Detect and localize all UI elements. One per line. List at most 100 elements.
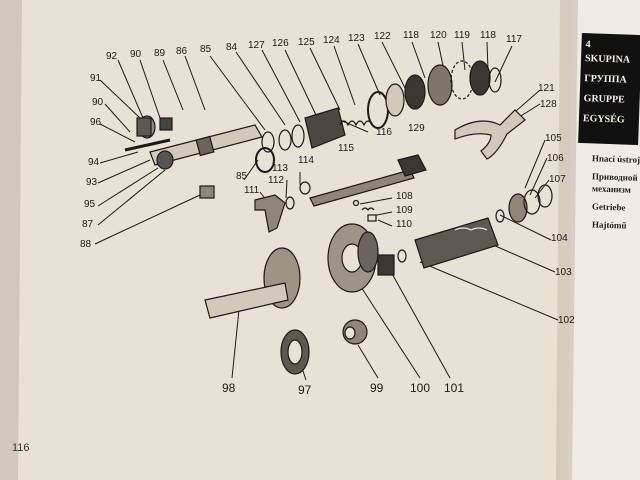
plug-110 <box>367 214 377 222</box>
parts-drawing <box>124 60 553 375</box>
ring-107 <box>537 184 553 208</box>
tab-line-german: GRUPPE <box>583 93 625 106</box>
part-label-126: 126 <box>272 38 289 49</box>
washer-104 <box>495 209 505 223</box>
tab-line-hungarian: EGYSÉG <box>582 113 625 126</box>
right-page-line-russian-1: Приводной <box>591 171 638 183</box>
ring-126 <box>278 129 292 151</box>
part-label-90a: 90 <box>130 49 142 60</box>
gear-100-boss <box>357 231 379 273</box>
ball-108 <box>352 199 360 207</box>
right-page-line-hungarian: Hajtómű <box>591 219 627 231</box>
clutch-disc-120 <box>427 64 453 106</box>
part-label-103: 103 <box>555 267 572 278</box>
part-label-117: 117 <box>506 34 522 45</box>
disc-118a <box>404 74 426 110</box>
part-label-85a: 85 <box>200 44 212 55</box>
shaft-collar-86 <box>195 135 215 157</box>
fork-111 <box>254 194 286 233</box>
part-label-129: 129 <box>408 123 425 134</box>
ring-117 <box>488 67 502 93</box>
ring-125 <box>291 124 305 148</box>
part-label-101: 101 <box>444 381 465 395</box>
part-label-121: 121 <box>538 83 555 94</box>
washer-113 <box>255 147 275 173</box>
worm-gear-104 <box>454 227 488 231</box>
part-label-95: 95 <box>84 199 96 210</box>
part-label-86: 86 <box>176 46 188 57</box>
shift-rod-115 <box>309 169 415 207</box>
part-label-88: 88 <box>80 239 92 250</box>
spring-109 <box>361 207 375 211</box>
leader-lines <box>94 41 559 381</box>
part-label-107: 107 <box>549 174 566 185</box>
tab-line-number: 4 <box>585 39 591 51</box>
part-label-128: 128 <box>540 99 557 110</box>
part-label-108: 108 <box>396 191 413 202</box>
right-page-line-czech: Hnací ústroj <box>591 153 640 165</box>
part-label-118b: 118 <box>480 30 496 41</box>
part-label-92: 92 <box>106 51 118 62</box>
output-shaft-103 <box>414 217 499 269</box>
gear-87 <box>156 150 174 170</box>
spring-124 <box>339 120 373 127</box>
page-edge-shadow <box>0 0 22 480</box>
small-shaft-93 <box>124 138 171 152</box>
part-label-89: 89 <box>154 48 166 59</box>
tab-line-russian: ГРУППА <box>584 73 627 86</box>
right-page-line-german: Getriebe <box>591 201 626 213</box>
part-label-122: 122 <box>374 31 391 42</box>
part-label-84: 84 <box>226 42 238 53</box>
part-label-120: 120 <box>430 30 447 41</box>
part-label-114: 114 <box>298 155 314 166</box>
needle-bearing-89 <box>159 117 173 131</box>
bearing-105 <box>508 193 528 223</box>
part-label-91: 91 <box>90 73 102 84</box>
part-label-102: 102 <box>558 315 575 326</box>
right-page-line-russian-2: механизм <box>591 183 631 195</box>
part-label-93: 93 <box>86 177 98 188</box>
part-label-123: 123 <box>348 33 365 44</box>
part-label-87: 87 <box>82 219 94 230</box>
part-label-113: 113 <box>272 163 288 174</box>
part-label-97: 97 <box>298 383 312 397</box>
part-label-115: 115 <box>338 143 354 154</box>
part-label-125: 125 <box>298 37 315 48</box>
selector-116 <box>397 154 427 177</box>
gear-101 <box>377 254 395 276</box>
part-label-112: 112 <box>268 175 284 186</box>
part-label-105: 105 <box>545 133 562 144</box>
part-label-111: 111 <box>244 185 260 196</box>
part-label-104: 104 <box>551 233 568 244</box>
part-label-99: 99 <box>370 381 384 395</box>
clutch-hub-125 <box>304 107 346 149</box>
book-gutter <box>556 0 578 480</box>
part-label-116: 116 <box>376 127 392 138</box>
ring-112 <box>285 196 295 210</box>
part-label-109: 109 <box>396 205 413 216</box>
part-label-94: 94 <box>88 157 100 168</box>
disc-118b <box>469 60 491 96</box>
ring-106 <box>523 189 541 215</box>
part-label-118a: 118 <box>403 30 419 41</box>
ring-101 <box>397 249 407 263</box>
part-label-127: 127 <box>248 40 265 51</box>
ring-127 <box>261 131 275 153</box>
washer-114 <box>299 181 311 195</box>
part-label-119: 119 <box>454 30 470 41</box>
part-label-98: 98 <box>222 381 236 395</box>
part-label-100: 100 <box>410 381 431 395</box>
part-label-106: 106 <box>547 153 564 164</box>
part-label-90b: 90 <box>92 97 104 108</box>
nut-88 <box>199 185 215 199</box>
shift-fork-121 <box>454 109 526 160</box>
tab-line-czech: SKUPINA <box>584 53 631 66</box>
part-label-124: 124 <box>323 35 340 46</box>
part-label-96: 96 <box>90 117 102 128</box>
page-number: 116 <box>12 442 30 454</box>
section-tab: 4 SKUPINA ГРУППА GRUPPE EGYSÉG <box>578 32 640 146</box>
part-label-85b: 85 <box>236 171 248 182</box>
gear-91-teeth <box>136 117 152 137</box>
part-label-110: 110 <box>396 219 412 230</box>
